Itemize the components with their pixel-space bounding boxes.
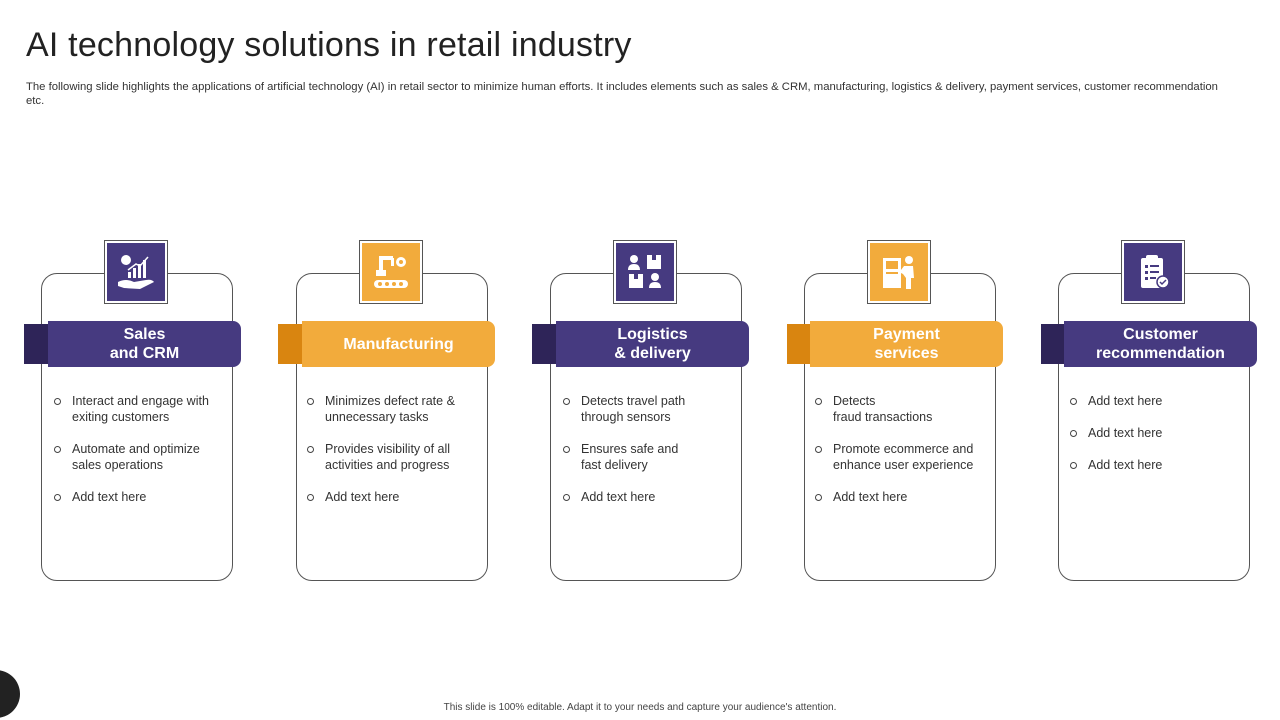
list-item: Minimizes defect rate & unnecessary task… xyxy=(307,393,472,425)
list-item: Add text here xyxy=(1070,393,1235,409)
card-header: Logistics & delivery xyxy=(556,321,749,367)
list-item: Add text here xyxy=(563,489,728,505)
header-tab xyxy=(787,324,811,364)
icon-box xyxy=(359,240,423,304)
icon-box xyxy=(1121,240,1185,304)
list-item: Add text here xyxy=(1070,457,1235,473)
icon-box xyxy=(104,240,168,304)
card-header: Manufacturing xyxy=(302,321,495,367)
corner-decoration xyxy=(0,670,20,718)
sales-growth-icon xyxy=(107,243,165,301)
header-tab xyxy=(24,324,48,364)
list-item: Provides visibility of all activities an… xyxy=(307,441,472,473)
page-subtitle: The following slide highlights the appli… xyxy=(26,81,1218,107)
header-tab xyxy=(1041,324,1065,364)
clipboard-icon xyxy=(1124,243,1182,301)
bullet-list: Interact and engage with exiting custome… xyxy=(54,393,219,521)
card-header: Customer recommendation xyxy=(1064,321,1257,367)
payment-kiosk-icon xyxy=(870,243,928,301)
footer-note: This slide is 100% editable. Adapt it to… xyxy=(443,702,837,713)
delivery-people-icon xyxy=(616,243,674,301)
card-header: Sales and CRM xyxy=(48,321,241,367)
list-item: Automate and optimize sales operations xyxy=(54,441,219,473)
list-item: Detects fraud transactions xyxy=(815,393,980,425)
icon-box xyxy=(867,240,931,304)
list-item: Detects travel path through sensors xyxy=(563,393,728,425)
list-item: Interact and engage with exiting custome… xyxy=(54,393,219,425)
card-header: Payment services xyxy=(810,321,1003,367)
header-tab xyxy=(278,324,302,364)
list-item: Add text here xyxy=(815,489,980,505)
bullet-list: Detects fraud transactions Promote ecomm… xyxy=(815,393,980,521)
robotic-arm-icon xyxy=(362,243,420,301)
page-title: AI technology solutions in retail indust… xyxy=(26,26,632,64)
list-item: Ensures safe and fast delivery xyxy=(563,441,728,473)
header-tab xyxy=(532,324,556,364)
icon-box xyxy=(613,240,677,304)
list-item: Add text here xyxy=(307,489,472,505)
list-item: Add text here xyxy=(54,489,219,505)
list-item: Add text here xyxy=(1070,425,1235,441)
list-item: Promote ecommerce and enhance user exper… xyxy=(815,441,980,473)
bullet-list: Add text here Add text here Add text her… xyxy=(1070,393,1235,489)
bullet-list: Detects travel path through sensors Ensu… xyxy=(563,393,728,521)
bullet-list: Minimizes defect rate & unnecessary task… xyxy=(307,393,472,521)
